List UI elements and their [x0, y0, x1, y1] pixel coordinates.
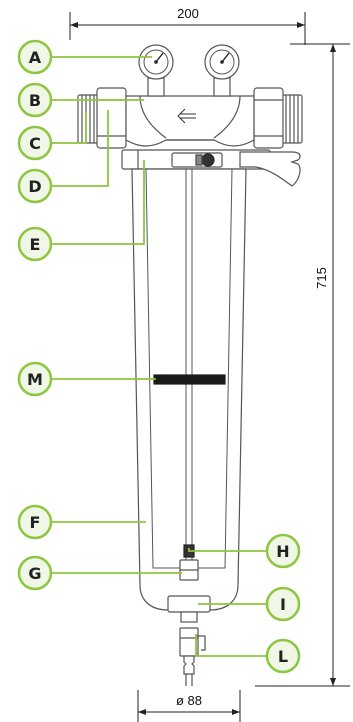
filter-body — [77, 44, 303, 686]
callout-H: H — [265, 533, 301, 569]
inlet-pipe — [77, 94, 99, 144]
callout-I-label: I — [280, 595, 286, 614]
height-dimension — [255, 44, 350, 687]
filter-head — [125, 95, 255, 147]
width-arrow-left — [70, 22, 78, 28]
drain-hose-barb — [183, 655, 195, 675]
callout-G-label: G — [28, 564, 41, 583]
callout-E-label: E — [30, 235, 41, 254]
clamp-knob — [201, 153, 215, 167]
outlet-union-nut — [253, 87, 284, 149]
diameter-dimension — [137, 690, 241, 722]
diameter-dim-label: ø 88 — [176, 693, 202, 708]
callout-A: A — [17, 39, 53, 75]
callout-D-label: D — [28, 177, 41, 196]
height-dim-label: 715 — [314, 267, 329, 289]
height-arrow-bottom — [330, 678, 336, 686]
leader-L — [195, 634, 266, 657]
filter-bowl — [131, 168, 247, 611]
callout-D: D — [17, 168, 53, 204]
callout-I: I — [265, 586, 301, 622]
callout-L: L — [265, 638, 301, 674]
callout-A-label: A — [29, 48, 42, 67]
diameter-arrow-left — [138, 709, 146, 715]
flow-direction-arrow — [177, 108, 196, 124]
leader-E — [52, 160, 145, 245]
callout-M-label: M — [27, 370, 43, 389]
drain-valve-handle — [196, 635, 206, 651]
callout-F: F — [17, 504, 53, 540]
callout-G: G — [17, 555, 53, 591]
leader-C — [52, 112, 87, 144]
height-arrow-top — [330, 44, 336, 52]
callout-C: C — [17, 125, 53, 161]
leader-lines — [52, 56, 266, 657]
callout-E: E — [17, 226, 53, 262]
drain-neck — [180, 611, 198, 623]
leader-H — [188, 548, 266, 552]
filter-cartridge — [145, 168, 233, 569]
right-pressure-gauge — [204, 44, 240, 97]
width-dimension — [69, 12, 350, 45]
width-dim-label: 200 — [177, 6, 199, 21]
callout-L-label: L — [278, 647, 288, 666]
inlet-union-nut — [96, 87, 127, 149]
outlet-pipe — [281, 94, 303, 144]
filter-mesh-band — [153, 374, 226, 385]
width-arrow-right — [297, 22, 305, 28]
callout-B: B — [17, 82, 53, 118]
left-pressure-gauge — [138, 44, 174, 97]
callout-C-label: C — [29, 134, 41, 153]
diameter-arrow-right — [232, 709, 240, 715]
callout-M: M — [17, 361, 53, 397]
callout-H-label: H — [276, 542, 289, 561]
callout-B-label: B — [29, 91, 41, 110]
leader-D — [52, 110, 109, 187]
clamp-lever — [239, 151, 301, 187]
callout-F-label: F — [30, 513, 41, 532]
